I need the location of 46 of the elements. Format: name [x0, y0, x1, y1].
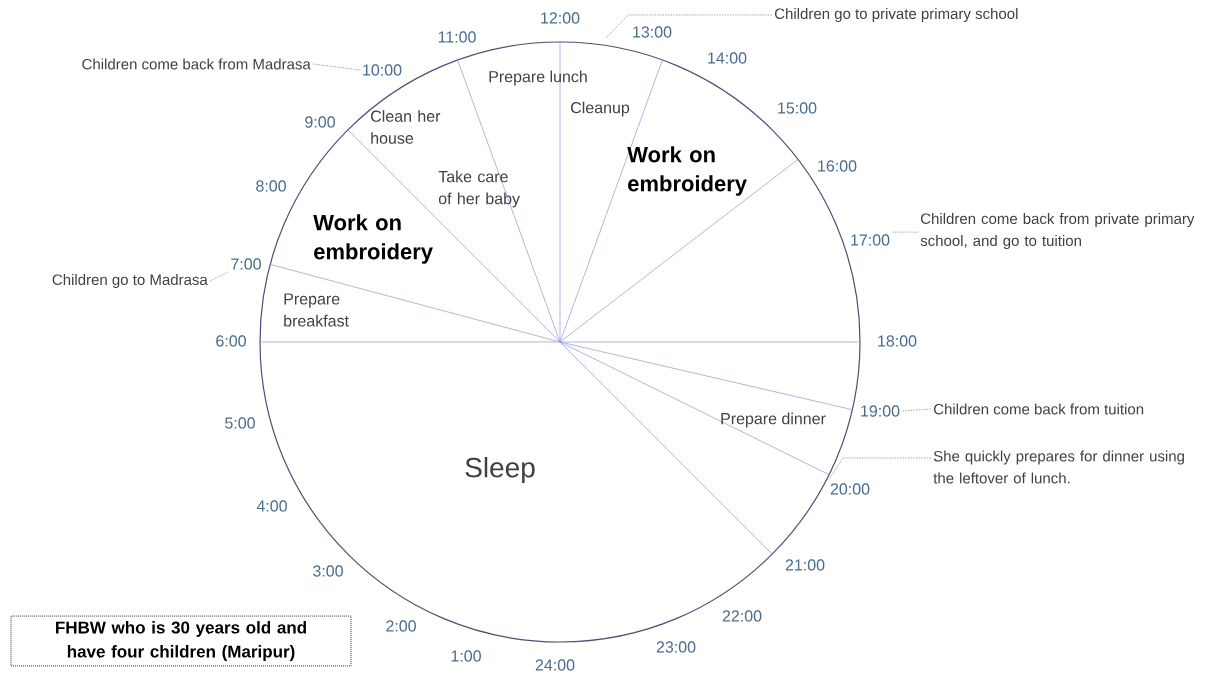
annotation-text: Children come back from Madrasa — [82, 58, 311, 70]
annotation-text: Children go to private primary school — [774, 8, 1018, 22]
hour-label: 18:00 — [878, 335, 917, 347]
hour-label: 16:00 — [818, 160, 857, 172]
hour-label: 22:00 — [722, 610, 762, 622]
activity-label: Clean her house — [371, 110, 441, 144]
hour-label: 5:00 — [225, 417, 255, 429]
hour-label: 15:00 — [778, 102, 817, 114]
annotation-text: Children go to Madrasa — [52, 274, 208, 288]
hour-label: 10:00 — [363, 64, 402, 76]
leader-line — [209, 271, 229, 282]
hour-label: 4:00 — [256, 500, 287, 512]
leader-line — [605, 14, 773, 39]
hour-label: 2:00 — [386, 620, 416, 632]
hour-label: 13:00 — [633, 26, 672, 38]
hour-label: 7:00 — [231, 258, 261, 270]
activity-label: Prepare lunch — [489, 70, 587, 86]
leader-line — [827, 457, 932, 482]
hour-label: 3:00 — [313, 565, 343, 577]
hour-label: 1:00 — [451, 650, 481, 662]
activity-label: Sleep — [465, 456, 535, 484]
hour-label: 19:00 — [861, 405, 900, 417]
hour-label: 24:00 — [535, 659, 575, 671]
leader-line — [312, 63, 361, 71]
hour-label: 14:00 — [708, 52, 747, 64]
annotation-text: Children come back from tuition — [933, 403, 1144, 415]
activity-label: Take care of her baby — [438, 170, 520, 208]
annotation-text: Children come back from private primary school, and go to tuition — [920, 213, 1195, 249]
activity-label: Prepare breakfast — [284, 293, 349, 327]
hour-label: 21:00 — [785, 559, 825, 571]
leader-line — [901, 408, 932, 412]
hour-label: 11:00 — [438, 31, 476, 43]
activity-label: Work on embroidery — [313, 214, 433, 264]
hour-label: 20:00 — [830, 483, 870, 495]
hour-label: 9:00 — [305, 116, 335, 128]
annotation-text: She quickly prepares for dinner using the leftover of lunch. — [933, 450, 1184, 484]
leader-line — [891, 231, 919, 233]
hour-label: 12:00 — [541, 12, 580, 24]
activity-label: Work on embroidery — [627, 146, 747, 196]
hour-label: 23:00 — [656, 641, 696, 653]
hour-label: 17:00 — [851, 234, 890, 246]
hour-label: 6:00 — [216, 335, 246, 347]
activity-label: Cleanup — [571, 101, 630, 117]
activity-label: Prepare dinner — [721, 412, 826, 428]
caption-box: FHBW who is 30 years old and have four children (Maripur) — [10, 615, 352, 667]
hour-label: 8:00 — [256, 180, 286, 192]
